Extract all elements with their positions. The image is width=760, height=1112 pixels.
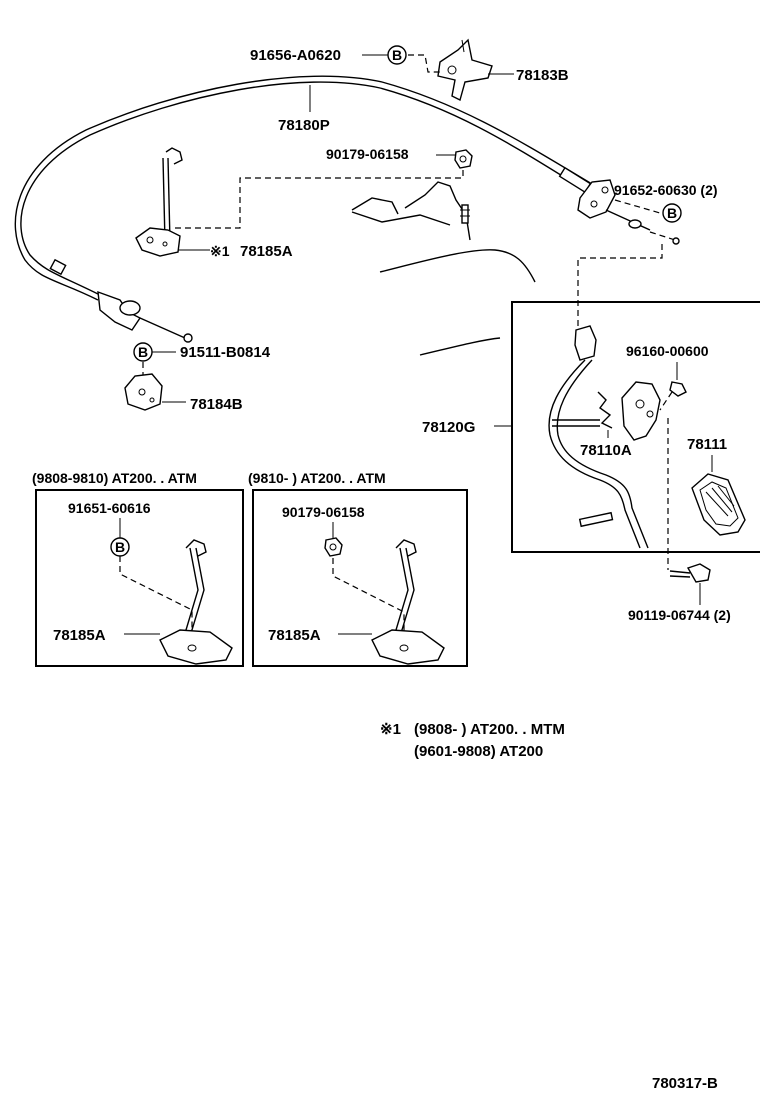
throttle-link-78185A: [135, 147, 183, 257]
label-78184B: 78184B: [190, 396, 243, 413]
label-96160-00600: 96160-00600: [626, 343, 709, 359]
bracket-78183B: [437, 38, 493, 102]
cable-end-pin: [672, 237, 680, 245]
bolt-marker-91511: B: [133, 342, 153, 362]
bolt-marker-91651: B: [110, 537, 130, 557]
bolt-marker-91656: B: [387, 45, 407, 65]
label-90179-06158-top: 90179-06158: [326, 146, 409, 162]
box1-header: (9808-9810) AT200. . ATM: [32, 470, 197, 486]
label-90119-06744: 90119-06744 (2): [628, 607, 731, 623]
label-box2-78185A: 78185A: [268, 627, 321, 644]
label-78180P: 78180P: [278, 117, 330, 134]
bolt-90119: [669, 563, 711, 583]
label-78111: 78111: [687, 436, 727, 453]
footnote-line-1: (9808- ) AT200. . MTM: [414, 721, 565, 738]
label-91656-A0620: 91656-A0620: [250, 47, 341, 64]
label-box1-78185A: 78185A: [53, 627, 106, 644]
svg-text:B: B: [138, 344, 148, 360]
dash-cable-to-pedal: [577, 244, 663, 326]
box2-header: (9810- ) AT200. . ATM: [248, 470, 386, 486]
svg-text:B: B: [392, 47, 402, 63]
label-78120G: 78120G: [422, 419, 475, 436]
svg-text:B: B: [667, 205, 677, 221]
variant-box-1: [35, 489, 244, 667]
nut-box2-90179: [324, 537, 343, 557]
label-78183B: 78183B: [516, 67, 569, 84]
dash-96160: [659, 391, 673, 411]
bracket-78184B: [124, 373, 163, 411]
dash-box2: [332, 558, 405, 632]
variant-box-2: [252, 489, 468, 667]
label-78110A: 78110A: [580, 442, 632, 459]
label-78185A-main: 78185A: [240, 243, 293, 260]
dash-box1: [119, 556, 193, 630]
footnote-line-2: (9601-9808) AT200: [414, 743, 543, 760]
dash-91656: [408, 54, 442, 73]
dash-91652-b: [649, 231, 676, 241]
pivot-bracket: [621, 381, 661, 441]
pedal-arm-78120G: [548, 325, 649, 549]
figure-code: 780317-B: [652, 1075, 718, 1092]
nut-90179-top: [454, 149, 473, 169]
dash-90179-top: [175, 170, 464, 229]
throttle-link-box2: [371, 539, 445, 665]
bolt-marker-91652: B: [662, 203, 682, 223]
accelerator-cable: [14, 75, 593, 343]
cable-clamp-91652: [577, 179, 651, 231]
pedal-assembly-box: [511, 301, 760, 553]
pedal-pad-78111: [691, 473, 746, 536]
spring-78110A: [552, 391, 613, 429]
svg-text:B: B: [115, 539, 125, 555]
dash-91652-a: [614, 199, 661, 214]
mark-78185A-main: ※1: [210, 243, 230, 259]
label-91511-B0814: 91511-B0814: [180, 344, 271, 361]
label-91652-60630: 91652-60630 (2): [614, 182, 718, 198]
throttle-link-box1: [159, 539, 233, 665]
label-91651-60616: 91651-60616: [68, 500, 151, 516]
firewall-outline: [351, 181, 536, 356]
footnote-mark: ※1: [380, 721, 401, 738]
label-box2-90179-06158: 90179-06158: [282, 504, 365, 520]
clip-96160: [669, 381, 687, 397]
